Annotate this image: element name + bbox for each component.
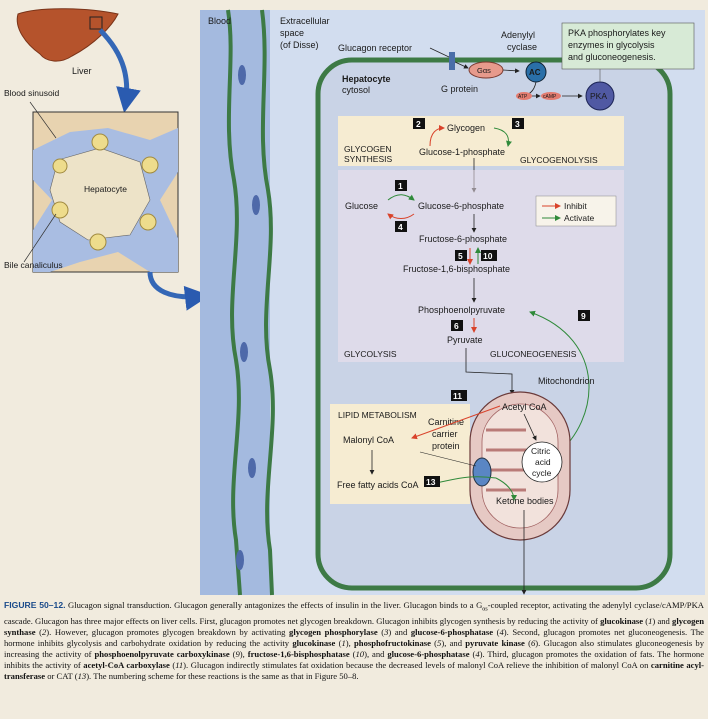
ketone-bodies: Ketone bodies (496, 496, 554, 506)
liver-zoom-box (89, 16, 103, 30)
hepatocyte-cytosol: cytosol (342, 85, 370, 95)
glucagon-receptor (449, 52, 455, 70)
glycogen-synthesis-2: SYNTHESIS (344, 154, 393, 164)
step-4: 4 (398, 222, 403, 232)
blood-sinusoid-label: Blood sinusoid (4, 88, 60, 98)
gluconeogenesis-label: GLUCONEOGENESIS (490, 349, 577, 359)
figure-caption: FIGURE 50–12. Glucagon signal transducti… (4, 600, 705, 681)
adenylyl-cyclase-label-1: Adenylyl (501, 30, 535, 40)
tissue-section (32, 111, 179, 273)
glycogen: Glycogen (447, 123, 485, 133)
glycogenolysis: GLYCOGENOLYSIS (520, 155, 598, 165)
step-6: 6 (454, 321, 459, 331)
legend (535, 195, 617, 227)
free-fatty-acids: Free fatty acids CoA (337, 480, 419, 490)
ac-label: AC (529, 68, 541, 77)
liver-label: Liver (72, 66, 92, 76)
g-protein-label: G protein (441, 84, 478, 94)
liver-shape (16, 8, 119, 62)
step-2: 2 (416, 119, 421, 129)
mitochondrion-label: Mitochondrion (538, 376, 595, 386)
glucagon-receptor-label: Glucagon receptor (338, 43, 412, 53)
glycogen-synthesis-1: GLYCOGEN (344, 144, 392, 154)
carnitine-carrier (472, 457, 492, 487)
pka-note-1: PKA phosphorylates key (568, 28, 666, 38)
adenylyl-cyclase-label-2: cyclase (507, 42, 537, 52)
lipid-box (330, 404, 470, 504)
g-alpha-label: Gαs (477, 66, 491, 75)
extracellular-label-1: Extracellular (280, 16, 330, 26)
atp-label: ATP (518, 94, 528, 100)
glucose-6-phosphate: Glucose-6-phosphate (418, 201, 504, 211)
caption-figure-number: FIGURE 50–12. (4, 600, 66, 610)
citric-acid-cycle (521, 441, 563, 483)
pyruvate: Pyruvate (447, 335, 483, 345)
citric-1: Citric (531, 446, 551, 456)
blood-label: Blood (208, 16, 231, 26)
hepatocyte-title: Hepatocyte (342, 74, 391, 84)
glycogen-box (338, 116, 624, 166)
diagram: Liver Blood sinusoid Hepatocyte Bile can… (4, 8, 705, 596)
citric-2: acid (535, 457, 551, 467)
pka-note-2: enzymes in glycolysis (568, 40, 655, 50)
acetyl-coa: Acetyl CoA (502, 402, 547, 412)
fructose-6-phosphate: Fructose-6-phosphate (419, 234, 507, 244)
step-boxes: 2 3 1 4 5 10 6 9 11 13 (395, 118, 590, 487)
extracellular-label-2: space (280, 28, 304, 38)
pka-label: PKA (590, 91, 607, 101)
extracellular-label-3: (of Disse) (280, 40, 319, 50)
carnitine-3: protein (432, 441, 460, 451)
legend-inhibit: Inhibit (564, 201, 587, 211)
glucose: Glucose (345, 201, 378, 211)
step-13: 13 (426, 477, 436, 487)
step-1: 1 (398, 181, 403, 191)
carnitine-1: Carnitine (428, 417, 464, 427)
step-3: 3 (515, 119, 520, 129)
bile-canaliculus-label: Bile canaliculus (4, 260, 63, 270)
pka-note-3: and gluconeogenesis. (568, 52, 656, 62)
phosphoenolpyruvate: Phosphoenolpyruvate (418, 305, 505, 315)
glucose-1-phosphate: Glucose-1-phosphate (419, 147, 505, 157)
step-5: 5 (458, 251, 463, 261)
hepatocyte-left-label: Hepatocyte (84, 184, 127, 194)
legend-activate: Activate (564, 213, 595, 223)
step-10: 10 (483, 251, 493, 261)
malonyl-coa: Malonyl CoA (343, 435, 394, 445)
fructose-16-bisphosphate: Fructose-1,6-bisphosphate (403, 264, 510, 274)
camp-label: cAMP (543, 94, 557, 100)
step-11: 11 (453, 391, 462, 401)
pka-note-box (561, 22, 695, 70)
carnitine-2: carrier (432, 429, 458, 439)
lipid-metabolism-label: LIPID METABOLISM (338, 410, 417, 420)
step-9: 9 (581, 311, 586, 321)
citric-3: cycle (532, 468, 552, 478)
glycolysis-label: GLYCOLYSIS (344, 349, 397, 359)
